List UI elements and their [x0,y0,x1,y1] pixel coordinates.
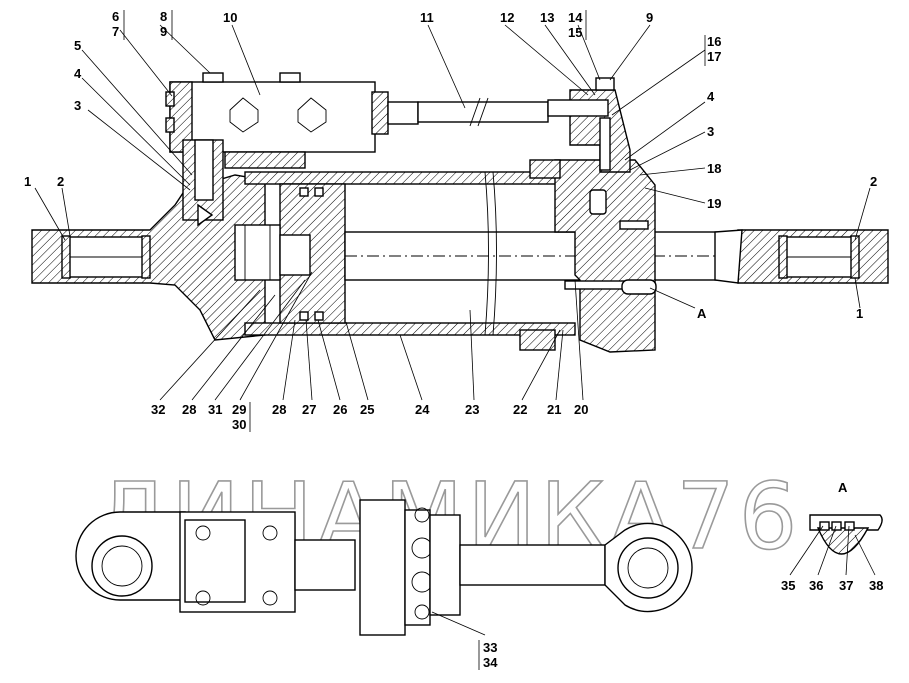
callout-7: 7 [112,24,119,39]
callout-29: 29 [232,402,246,417]
callout-9-top: 9 [160,24,167,39]
callout-18: 18 [707,161,721,176]
detail-a-section [816,527,870,555]
callout-8: 8 [160,9,167,24]
callout-27: 27 [302,402,316,417]
outer-view [75,499,693,636]
callout-22: 22 [513,402,527,417]
callout-19: 19 [707,196,721,211]
callout-28-b: 28 [272,402,286,417]
detail-a-title: A [838,480,848,495]
callout-30: 30 [232,417,246,432]
left-seal-ring [61,235,71,279]
piston-nut [234,224,281,281]
callout-34: 34 [483,655,498,670]
callout-12: 12 [500,10,514,25]
callout-28-a: 28 [182,402,196,417]
callout-2-right: 2 [870,174,877,189]
callout-11: 11 [420,10,434,25]
callout-24: 24 [415,402,430,417]
callout-2-left: 2 [57,174,64,189]
hex-nut-1 [229,97,259,133]
section-view [31,72,889,353]
callout-16: 16 [707,34,721,49]
callout-26: 26 [333,402,347,417]
callout-a: A [697,306,707,321]
callout-23: 23 [465,402,479,417]
callout-3-left: 3 [74,98,81,113]
callout-35: 35 [781,578,795,593]
callout-labels: 1 2 3 4 5 6 7 8 9 10 11 12 13 14 15 9 16… [24,9,883,670]
callout-33: 33 [483,640,497,655]
top-bolt-2 [279,72,301,83]
callout-bars [123,10,706,670]
rod-outer [459,544,606,586]
callout-4-left: 4 [74,66,82,81]
hex-nut-2 [297,97,327,133]
callout-10: 10 [223,10,237,25]
callout-14: 14 [568,10,583,25]
callout-15: 15 [568,25,582,40]
callout-13: 13 [540,10,554,25]
callout-9-right: 9 [646,10,653,25]
callout-32: 32 [151,402,165,417]
callout-21: 21 [547,402,561,417]
callout-3-right: 3 [707,124,714,139]
callout-37: 37 [839,578,853,593]
bracket-outer [359,499,406,636]
callout-36: 36 [809,578,823,593]
cylinder-tube-top [244,171,576,185]
callout-1-right: 1 [856,306,863,321]
leader-lines [34,24,876,636]
callout-38: 38 [869,578,883,593]
callout-1-left: 1 [24,174,31,189]
detail-a [809,514,883,555]
callout-4-right: 4 [707,89,715,104]
left-eye-hole [91,535,153,597]
piston-rod [344,231,726,281]
callout-5: 5 [74,38,81,53]
gland-head [554,159,656,353]
callout-6: 6 [112,9,119,24]
callout-25: 25 [360,402,374,417]
right-eye-hole [617,537,679,599]
callout-20: 20 [574,402,588,417]
callout-31: 31 [208,402,222,417]
top-bolt-1 [202,72,224,83]
callout-17: 17 [707,49,721,64]
